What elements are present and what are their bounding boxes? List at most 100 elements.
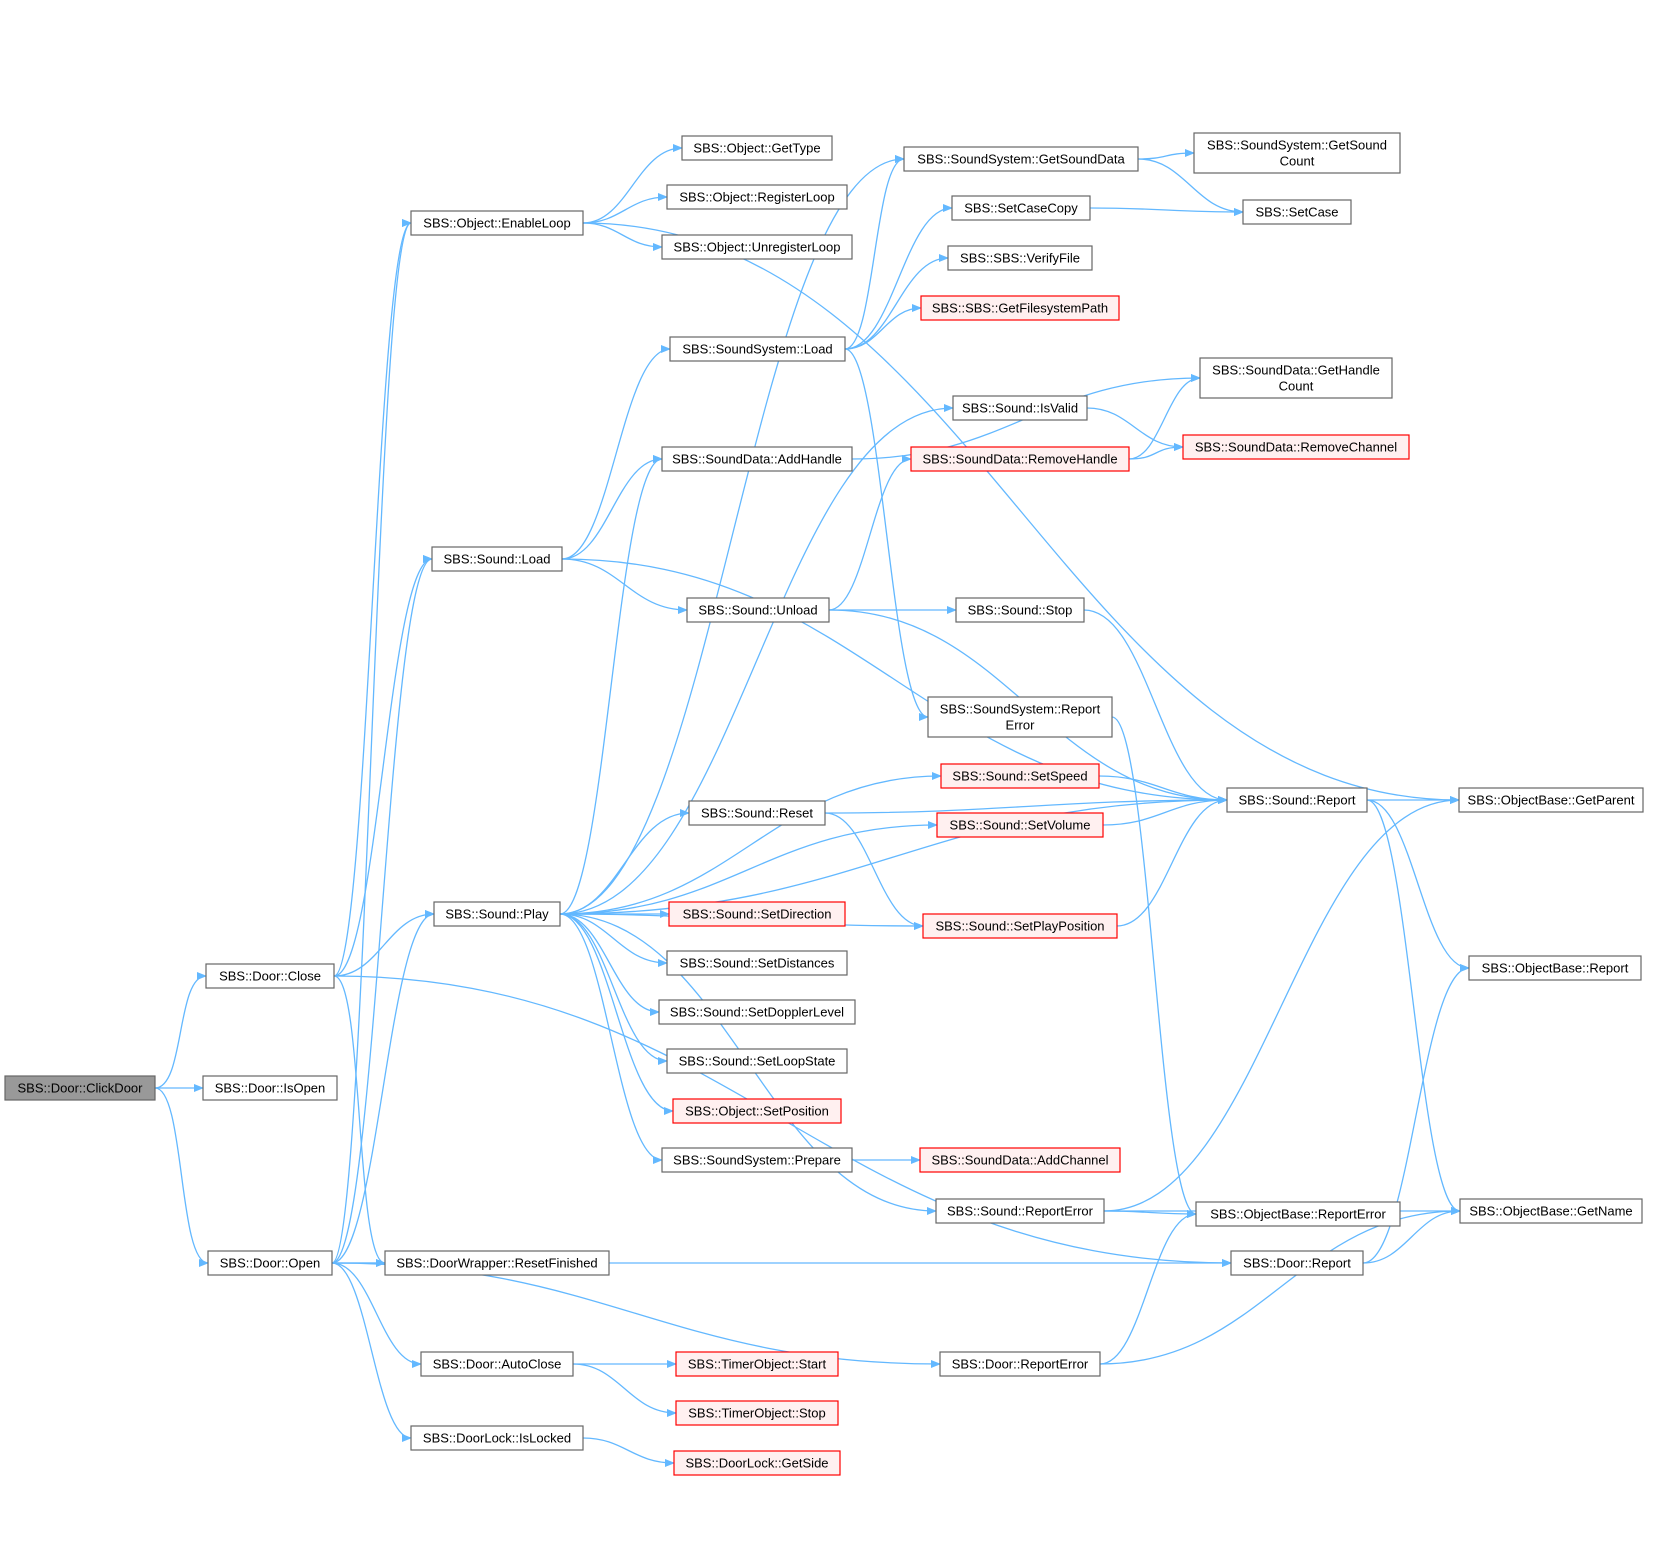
node-unload[interactable]: SBS::Sound::Unload <box>686 597 830 623</box>
edge-line <box>559 913 668 1065</box>
edge-sysload-to-getsounddata <box>844 155 905 350</box>
node-addchannel[interactable]: SBS::SoundData::AddChannel <box>919 1147 1121 1173</box>
node-label: SBS::Sound::Unload <box>698 603 817 618</box>
node-objbasereporterror[interactable]: SBS::ObjectBase::ReportError <box>1195 1201 1401 1227</box>
node-setvolume[interactable]: SBS::Sound::SetVolume <box>936 812 1104 838</box>
edge-dooropen-to-autoclose <box>331 1262 422 1368</box>
edge-line <box>331 910 435 1264</box>
node-setloopstate[interactable]: SBS::Sound::SetLoopState <box>666 1048 848 1074</box>
node-removechannel[interactable]: SBS::SoundData::RemoveChannel <box>1182 434 1410 460</box>
node-doorreport[interactable]: SBS::Door::Report <box>1230 1250 1364 1276</box>
node-islocked[interactable]: SBS::DoorLock::IsLocked <box>410 1425 584 1451</box>
node-isvalid[interactable]: SBS::Sound::IsValid <box>952 395 1088 421</box>
edge-doorclose-to-soundload <box>333 555 433 977</box>
node-setcase[interactable]: SBS::SetCase <box>1242 199 1352 225</box>
node-label: SBS::TimerObject::Start <box>688 1357 827 1372</box>
node-label: SBS::ObjectBase::GetName <box>1469 1204 1632 1219</box>
node-box <box>675 1351 839 1377</box>
node-box <box>903 146 1139 172</box>
node-setcasecopy[interactable]: SBS::SetCaseCopy <box>951 195 1091 221</box>
node-doorreporterror[interactable]: SBS::Door::ReportError <box>939 1351 1101 1377</box>
edge-clickdoor-to-dooropen <box>154 1087 209 1267</box>
node-sysload[interactable]: SBS::SoundSystem::Load <box>669 336 846 362</box>
edge-soundplay-to-setloopstate <box>559 913 668 1065</box>
node-resetfinished[interactable]: SBS::DoorWrapper::ResetFinished <box>384 1250 610 1276</box>
node-label: SBS::Door::ReportError <box>952 1357 1089 1372</box>
node-getname[interactable]: SBS::ObjectBase::GetName <box>1459 1198 1643 1224</box>
edge-soundreport-to-objbasereport <box>1366 799 1470 972</box>
node-clickdoor[interactable]: SBS::Door::ClickDoor <box>4 1075 156 1101</box>
node-label: SBS::DoorLock::GetSide <box>685 1456 828 1471</box>
edge-line <box>582 1437 675 1467</box>
node-box <box>1458 787 1644 813</box>
edge-getsounddata-to-getsoundcount <box>1137 149 1195 160</box>
node-getfspath[interactable]: SBS::SBS::GetFilesystemPath <box>920 295 1120 321</box>
edge-doorclose-to-resetfinished <box>333 975 386 1267</box>
node-prepare[interactable]: SBS::SoundSystem::Prepare <box>661 1147 853 1173</box>
node-box <box>1230 1250 1364 1276</box>
node-box <box>919 1147 1121 1173</box>
node-label: SBS::ObjectBase::GetParent <box>1468 793 1635 808</box>
node-setposition[interactable]: SBS::Object::SetPosition <box>672 1098 842 1124</box>
node-setplaypos[interactable]: SBS::Sound::SetPlayPosition <box>922 913 1118 939</box>
edge-line <box>582 222 663 251</box>
edge-line <box>1362 964 1470 1264</box>
node-verifyfile[interactable]: SBS::SBS::VerifyFile <box>947 245 1093 271</box>
node-addhandle[interactable]: SBS::SoundData::AddHandle <box>661 446 853 472</box>
node-getsounddata[interactable]: SBS::SoundSystem::GetSoundData <box>903 146 1139 172</box>
node-objbasereport[interactable]: SBS::ObjectBase::Report <box>1468 955 1642 981</box>
node-soundplay[interactable]: SBS::Sound::Play <box>433 901 561 927</box>
node-timerstart[interactable]: SBS::TimerObject::Start <box>675 1351 839 1377</box>
node-removehandle[interactable]: SBS::SoundData::RemoveHandle <box>910 446 1130 472</box>
edge-line <box>1099 1207 1461 1365</box>
edge-soundreporterror-to-getparent <box>1103 796 1460 1212</box>
node-label: SBS::Object::RegisterLoop <box>679 190 834 205</box>
node-timerstop[interactable]: SBS::TimerObject::Stop <box>675 1400 839 1426</box>
edge-enableloop-to-registerloop <box>582 193 668 224</box>
edge-line <box>559 796 1228 915</box>
node-getside[interactable]: SBS::DoorLock::GetSide <box>673 1450 841 1476</box>
node-label: SBS::TimerObject::Stop <box>688 1406 826 1421</box>
node-setdoppler[interactable]: SBS::Sound::SetDopplerLevel <box>658 999 856 1025</box>
node-isopen[interactable]: SBS::Door::IsOpen <box>202 1075 338 1101</box>
node-soundload[interactable]: SBS::Sound::Load <box>431 546 563 572</box>
edge-doorreport-to-objbasereport <box>1362 964 1470 1264</box>
edge-line <box>333 219 412 977</box>
edge-getsounddata-to-setcase <box>1137 158 1244 216</box>
node-label: SBS::Door::IsOpen <box>215 1081 326 1096</box>
node-setdirection[interactable]: SBS::Sound::SetDirection <box>668 901 846 927</box>
edge-dooropen-to-soundload <box>331 555 433 1264</box>
node-reset[interactable]: SBS::Sound::Reset <box>688 800 826 826</box>
node-autoclose[interactable]: SBS::Door::AutoClose <box>420 1351 574 1377</box>
node-label: SBS::SetCaseCopy <box>964 201 1078 216</box>
node-soundreporterror[interactable]: SBS::Sound::ReportError <box>935 1198 1105 1224</box>
node-box <box>939 1351 1101 1377</box>
node-doorclose[interactable]: SBS::Door::Close <box>205 963 335 989</box>
node-label: SBS::Door::AutoClose <box>433 1357 562 1372</box>
node-setspeed[interactable]: SBS::Sound::SetSpeed <box>940 763 1100 789</box>
node-setdistances[interactable]: SBS::Sound::SetDistances <box>666 950 848 976</box>
node-getparent[interactable]: SBS::ObjectBase::GetParent <box>1458 787 1644 813</box>
node-box <box>668 901 846 927</box>
edge-line <box>333 910 435 977</box>
node-soundstop[interactable]: SBS::Sound::Stop <box>955 597 1085 623</box>
node-sysreporterror[interactable]: SBS::SoundSystem::ReportError <box>927 696 1113 738</box>
edge-removehandle-to-removechannel <box>1128 443 1184 460</box>
node-box <box>666 184 848 210</box>
node-gettype[interactable]: SBS::Object::GetType <box>681 135 833 161</box>
node-box <box>672 1098 842 1124</box>
node-dooropen[interactable]: SBS::Door::Open <box>207 1250 333 1276</box>
node-registerloop[interactable]: SBS::Object::RegisterLoop <box>666 184 848 210</box>
nodes-layer: SBS::Door::ClickDoorSBS::Door::CloseSBS:… <box>4 132 1644 1476</box>
edge-line <box>828 455 912 611</box>
node-soundreport[interactable]: SBS::Sound::Report <box>1226 787 1368 813</box>
node-label: SBS::Door::Close <box>219 969 321 984</box>
node-box <box>951 195 1091 221</box>
edge-line <box>1103 796 1460 1212</box>
node-unregisterloop[interactable]: SBS::Object::UnregisterLoop <box>661 234 853 260</box>
node-enableloop[interactable]: SBS::Object::EnableLoop <box>410 210 584 236</box>
node-box <box>920 295 1120 321</box>
node-box <box>935 1198 1105 1224</box>
